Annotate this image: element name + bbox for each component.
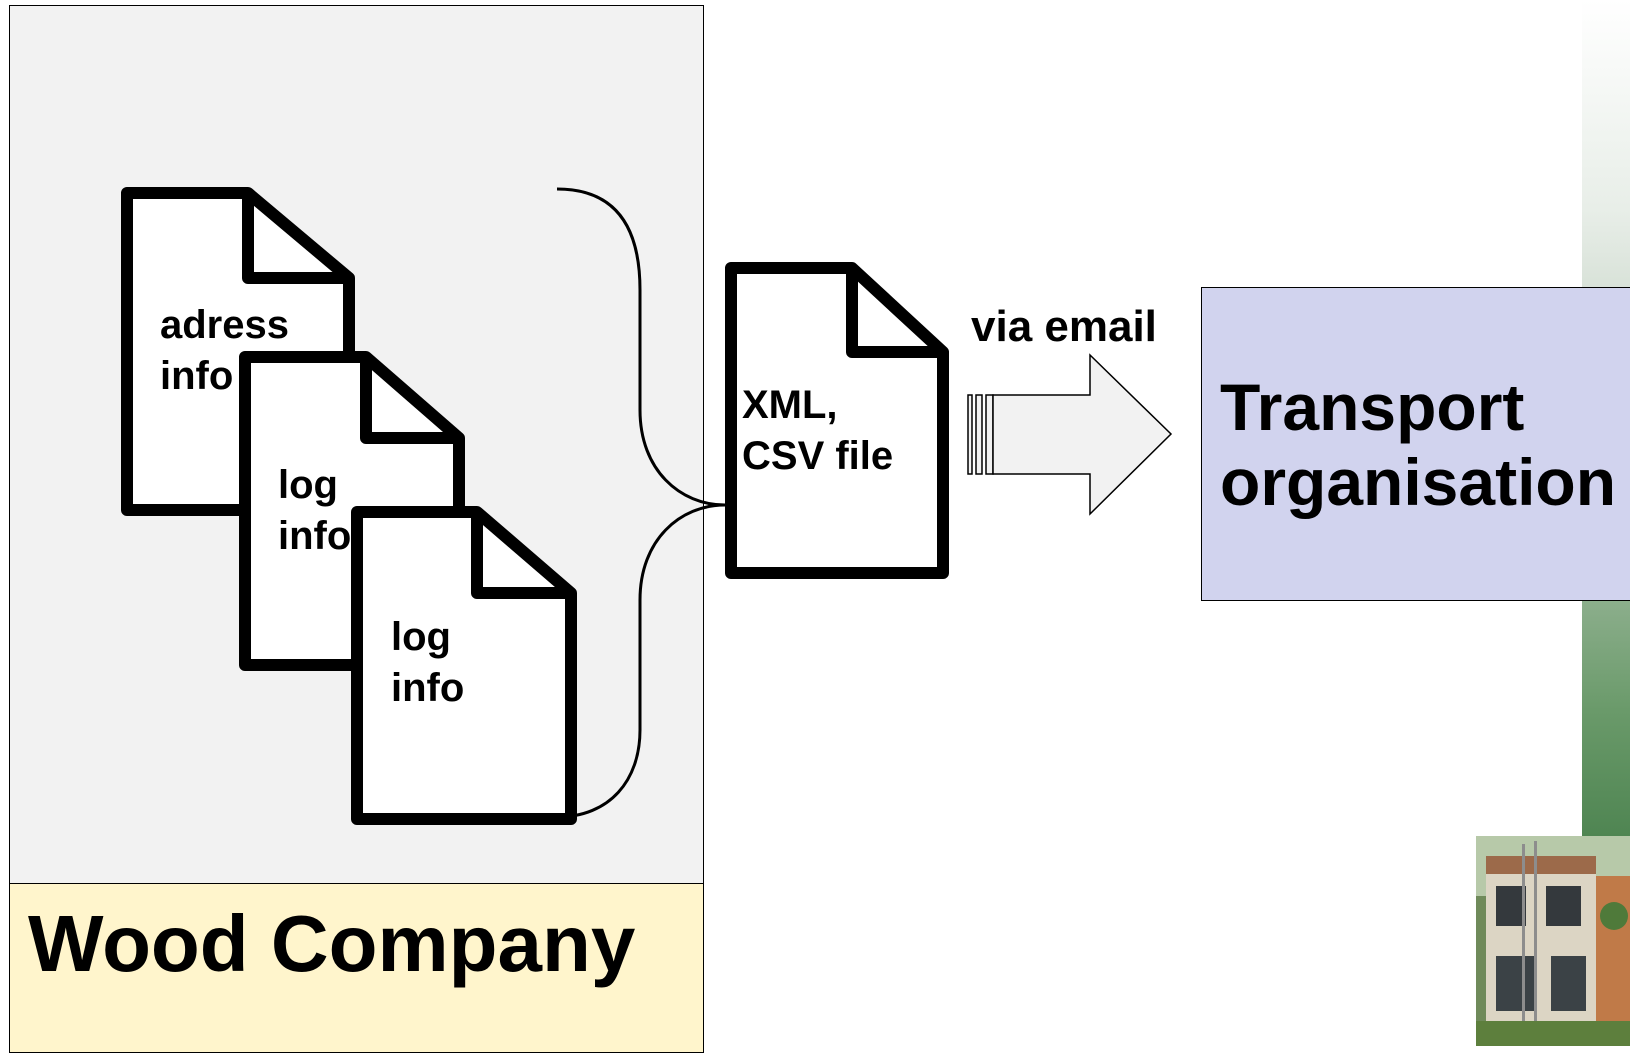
- output-file-line1: XML,: [742, 383, 838, 427]
- document-label: log info: [278, 460, 351, 562]
- output-file-label: XML, CSV file: [742, 380, 893, 482]
- output-file-line2: CSV file: [742, 434, 894, 478]
- document-label: log info: [391, 612, 464, 714]
- document-label-line2: info: [278, 514, 352, 558]
- transport-organisation-label: Transport organisation: [1220, 370, 1630, 520]
- brace-connector: [556, 187, 726, 819]
- document-icon: [351, 506, 577, 825]
- building-photo: [1476, 836, 1630, 1046]
- org-title-line2: organisation: [1220, 445, 1617, 519]
- document-label-line2: info: [391, 666, 465, 710]
- company-name: Wood Company: [28, 899, 636, 988]
- document-label-line1: adress: [160, 303, 289, 347]
- document-icon: [725, 262, 949, 579]
- document-label: adress info: [160, 300, 289, 402]
- org-title-line1: Transport: [1220, 370, 1525, 444]
- block-arrow-icon: [967, 353, 1173, 516]
- document-label-line1: log: [278, 463, 338, 507]
- company-label-box: [9, 883, 704, 1053]
- document-label-line1: log: [391, 615, 451, 659]
- channel-label: via email: [971, 302, 1157, 351]
- document-label-line2: info: [160, 354, 234, 398]
- transport-organisation-box: [1201, 287, 1630, 601]
